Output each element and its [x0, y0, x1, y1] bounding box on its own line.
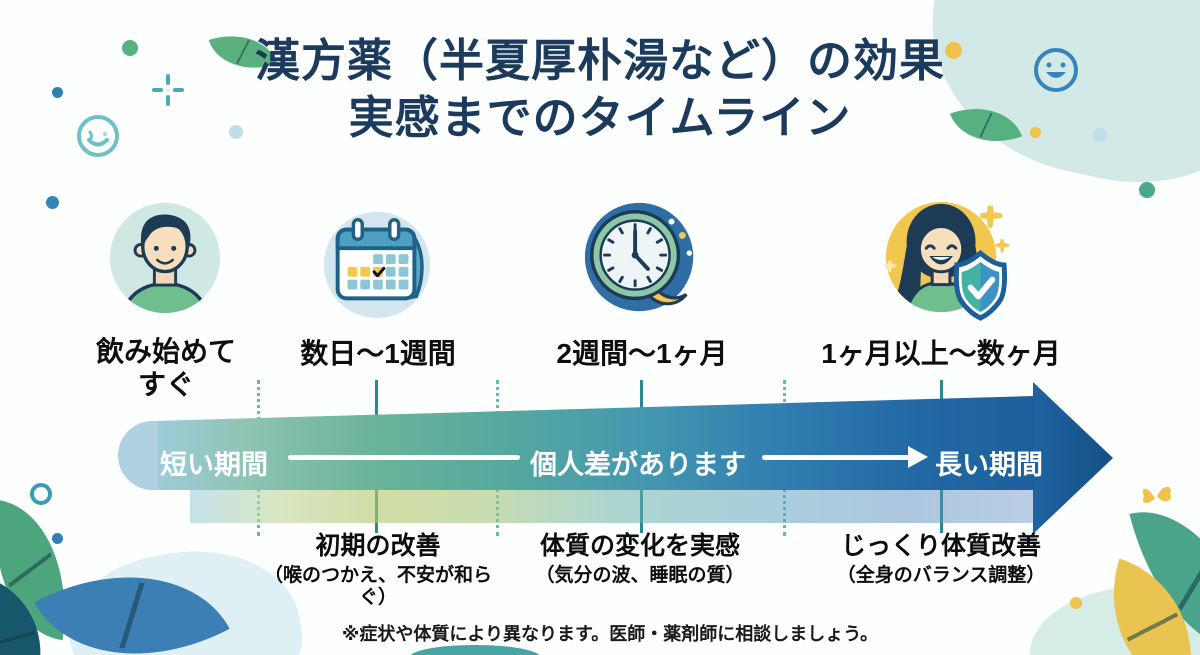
- effect-note: （気分の波、睡眠の質）: [535, 565, 745, 586]
- stage-label-line: すぐ: [137, 369, 194, 400]
- stage-label-months: 1ヶ月以上〜数ヶ月: [821, 338, 1061, 369]
- timeline-progress-arrowhead: [908, 446, 928, 468]
- effect-mid: 体質の変化を実感 （気分の波、睡眠の質）: [512, 532, 768, 587]
- stage-label-weeks: 2週間〜1ヶ月: [556, 338, 728, 369]
- decor-dot: [52, 533, 63, 544]
- timeline-arrow-underlay: [190, 489, 1035, 523]
- timeline-right-label: 長い期間: [935, 450, 1043, 480]
- happy-smiley-icon: [1034, 48, 1078, 92]
- decor-dot: [1093, 128, 1107, 142]
- decor-dot: [122, 40, 138, 56]
- wink-smiley-icon: [77, 115, 119, 157]
- effect-note: （喉のつかえ、不安が和らぐ）: [263, 565, 492, 608]
- decor-dot: [229, 125, 243, 139]
- person-icon: [109, 202, 221, 314]
- calendar-icon: [323, 211, 431, 319]
- timeline-left-label: 短い期間: [160, 450, 268, 480]
- timeline-middle-label: 個人差があります: [530, 450, 746, 480]
- woman-shield-icon: [884, 201, 1010, 321]
- crosshair-sparkle-icon: [152, 74, 184, 106]
- stage-label-line: 飲み始めて: [95, 336, 236, 367]
- decor-dot: [46, 196, 59, 209]
- footnote: ※症状や体質により異なります。医師・薬剤師に相談しましょう。: [341, 624, 879, 644]
- decor-dot: [1070, 597, 1082, 609]
- stage-label-days: 数日〜1週間: [300, 338, 456, 369]
- decor-dot: [1139, 182, 1155, 198]
- title-line-1: 漢方薬（半夏厚朴湯など）の効果: [254, 35, 945, 86]
- effect-title: じっくり体質改善: [840, 532, 1041, 560]
- title-line-2: 実感までのタイムライン: [348, 92, 852, 143]
- butterfly-sparkle-icon: [1142, 486, 1171, 504]
- decor-dot: [945, 42, 962, 59]
- clock-moon-icon: [584, 202, 694, 312]
- effect-title: 体質の変化を実感: [539, 532, 740, 560]
- effect-long: じっくり体質改善 （全身のバランス調整）: [806, 532, 1076, 587]
- stage-label-start: 飲み始めて すぐ: [75, 335, 257, 401]
- decor-ring: [30, 483, 52, 505]
- effect-note: （全身のバランス調整）: [836, 565, 1046, 586]
- decor-dot: [52, 87, 63, 98]
- page-title: 漢方薬（半夏厚朴湯など）の効果 実感までのタイムライン: [0, 32, 1200, 146]
- timeline-progress-line: [762, 455, 910, 460]
- timeline-divider-line: [288, 455, 520, 460]
- effect-title: 初期の改善: [315, 532, 441, 560]
- decor-dot: [1030, 127, 1041, 138]
- effect-early: 初期の改善 （喉のつかえ、不安が和らぐ）: [250, 532, 506, 609]
- bottom-sliver: [410, 645, 540, 655]
